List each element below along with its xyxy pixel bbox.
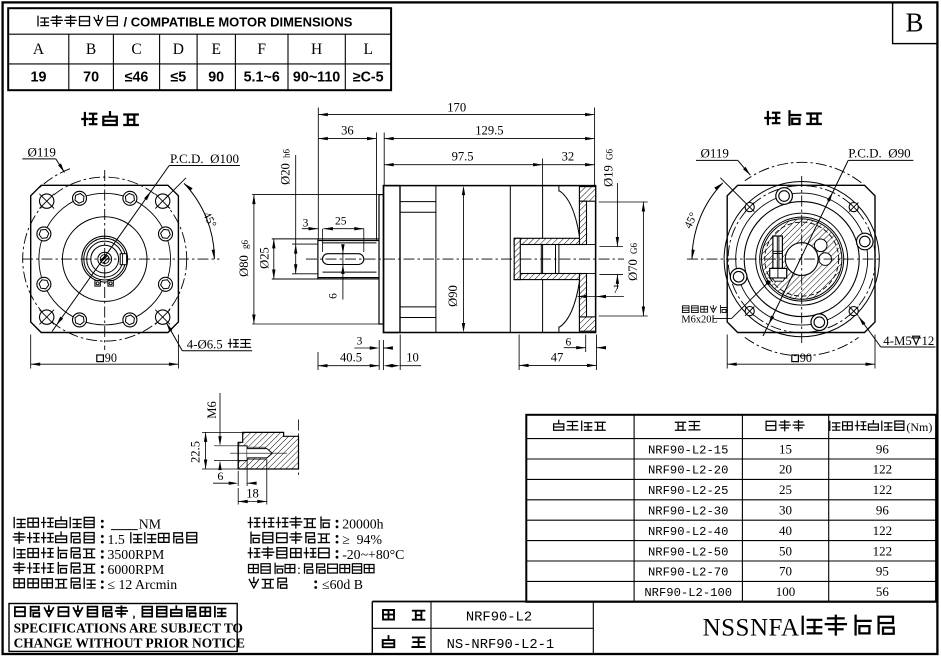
svg-text:36: 36 [341,124,354,138]
svg-text:3: 3 [357,336,363,348]
svg-text:70: 70 [83,70,99,86]
svg-text:170: 170 [447,101,466,115]
svg-text:NRF90-L2: NRF90-L2 [466,610,532,625]
svg-text:NRF90-L2-50: NRF90-L2-50 [648,545,728,559]
svg-text:C: C [131,41,141,58]
svg-text:G6: G6 [604,149,614,160]
svg-text:122: 122 [873,523,893,538]
svg-text:122: 122 [873,462,893,477]
svg-text:NRF90-L2-20: NRF90-L2-20 [648,464,728,478]
svg-text:NRF90-L2-100: NRF90-L2-100 [644,586,732,600]
svg-text:96: 96 [876,441,890,456]
svg-text:E: E [211,41,220,58]
svg-text:B: B [86,41,96,58]
svg-text:25: 25 [335,216,347,228]
svg-text:NRF90-L2-70: NRF90-L2-70 [648,566,728,580]
svg-text:12: 12 [922,334,935,348]
svg-text:SPECIFICATIONS ARE SUBJECT TO: SPECIFICATIONS ARE SUBJECT TO [14,621,243,636]
svg-text:NSSNFA: NSSNFA [703,615,800,642]
svg-text:G6: G6 [629,243,639,254]
svg-text:7: 7 [613,284,619,296]
svg-text:96: 96 [876,503,890,518]
svg-text:40.5: 40.5 [340,351,362,365]
svg-text:50: 50 [779,543,792,558]
svg-text:90: 90 [208,70,224,86]
svg-text:Ø90: Ø90 [446,285,460,307]
svg-text:NM: NM [139,517,161,532]
svg-text:100: 100 [776,584,796,599]
svg-text:F: F [257,41,266,58]
svg-text:6: 6 [328,293,340,299]
svg-text:6: 6 [217,469,223,483]
svg-text:h6: h6 [282,149,292,159]
svg-text:5.1~6: 5.1~6 [244,70,280,86]
svg-text:D: D [173,41,184,58]
svg-text:90: 90 [105,351,117,365]
svg-text::: : [297,562,301,577]
svg-text:56: 56 [876,584,890,599]
svg-text:P.C.D. Ø100: P.C.D. Ø100 [170,151,239,166]
svg-text:10: 10 [406,351,419,365]
svg-text:Ø80: Ø80 [237,255,251,277]
svg-text:19: 19 [31,70,47,86]
svg-text:6000RPM: 6000RPM [108,562,165,577]
svg-text:Ø25: Ø25 [257,247,271,269]
svg-text:A: A [33,41,45,58]
svg-text:≤60d B: ≤60d B [322,577,363,592]
svg-text:25: 25 [779,482,792,497]
svg-text:15: 15 [779,441,792,456]
svg-text:Ø19: Ø19 [601,165,615,187]
svg-text:g6: g6 [240,240,250,250]
svg-text:3: 3 [303,217,309,229]
svg-text:≤ 12 Arcmin: ≤ 12 Arcmin [108,577,178,592]
svg-text:/ COMPATIBLE MOTOR DIMENSIONS: / COMPATIBLE MOTOR DIMENSIONS [120,14,353,29]
svg-text:L: L [363,41,372,58]
svg-text:4-M5: 4-M5 [883,334,911,348]
svg-text:1.5: 1.5 [108,532,125,547]
svg-text:P.C.D. Ø90: P.C.D. Ø90 [848,146,911,161]
svg-text:6: 6 [566,337,572,349]
svg-text:18: 18 [246,487,259,501]
svg-text:30: 30 [779,503,792,518]
svg-text:Ø70: Ø70 [626,259,640,281]
svg-text:70: 70 [779,564,792,579]
svg-text:CHANGE WITHOUT PRIOR NOTICE: CHANGE WITHOUT PRIOR NOTICE [14,636,245,651]
svg-text:3500RPM: 3500RPM [108,547,165,562]
svg-text:≥C-5: ≥C-5 [353,70,384,86]
svg-text:4-Ø6.5: 4-Ø6.5 [187,338,223,352]
svg-text:90: 90 [800,351,812,365]
svg-text:≤5: ≤5 [170,70,186,86]
svg-text:47: 47 [551,350,564,364]
svg-text:Ø119: Ø119 [701,146,729,161]
svg-text:32: 32 [562,150,575,164]
svg-text:NRF90-L2-25: NRF90-L2-25 [648,484,728,498]
svg-text:97.5: 97.5 [452,150,474,164]
svg-text:122: 122 [873,543,893,558]
svg-text:B: B [905,8,923,38]
svg-text:NRF90-L2-30: NRF90-L2-30 [648,505,728,519]
svg-text:(Nm): (Nm) [906,420,932,434]
svg-text:122: 122 [873,482,893,497]
svg-text:≥ 94%: ≥ 94% [342,532,382,547]
svg-text:NRF90-L2-40: NRF90-L2-40 [648,525,728,539]
svg-text:M6x20L: M6x20L [681,315,717,326]
svg-text:20: 20 [779,462,792,477]
svg-text:20000h: 20000h [342,517,383,532]
svg-text:NS-NRF90-L2-1: NS-NRF90-L2-1 [447,638,555,653]
svg-text:-20~+80°C: -20~+80°C [342,547,404,562]
svg-text:22.5: 22.5 [189,441,203,463]
svg-text:Ø119: Ø119 [28,144,56,159]
svg-text:≤46: ≤46 [125,70,149,86]
svg-text:M6: M6 [205,401,219,419]
svg-text:H: H [311,41,322,58]
svg-text:129.5: 129.5 [475,124,503,138]
svg-text:Ø20: Ø20 [279,163,293,185]
svg-text:95: 95 [876,564,889,579]
svg-text:40: 40 [779,523,792,538]
svg-text:90~110: 90~110 [293,70,340,86]
svg-text:NRF90-L2-15: NRF90-L2-15 [648,443,728,457]
